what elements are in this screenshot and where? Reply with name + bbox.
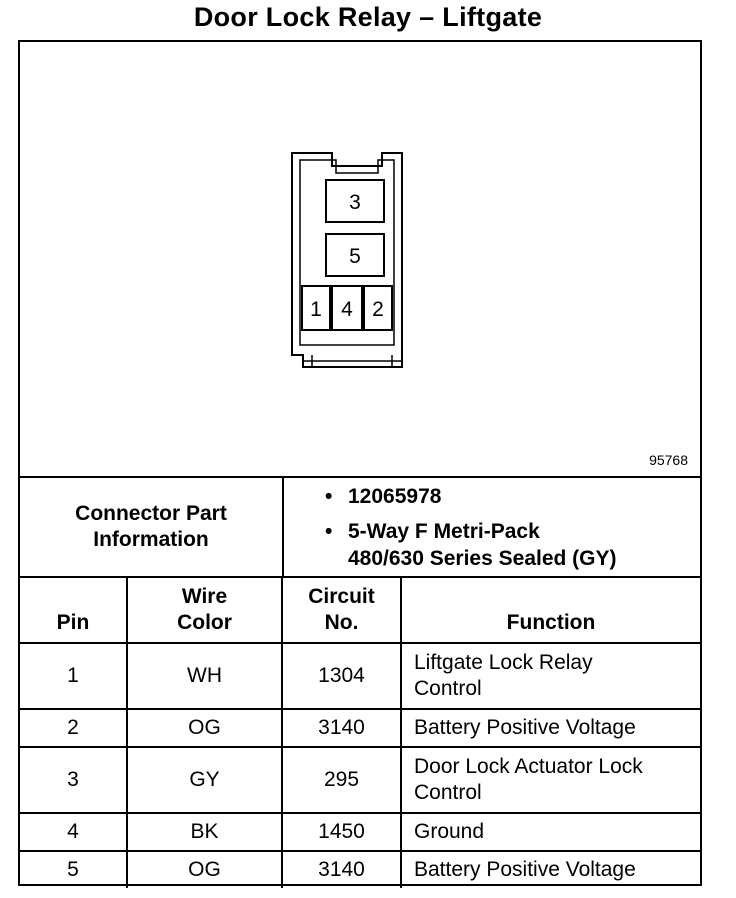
cavity-4-label: 4 (341, 298, 353, 321)
bullet-glyph: • (325, 485, 333, 508)
pin-cell: 5 (20, 850, 128, 888)
pin-cell: 1 (20, 642, 128, 710)
connector-description-line2: 480/630 Series Sealed (GY) (348, 547, 617, 570)
connector-sheet: 3 5 1 4 2 95768 Connector Part Informati… (18, 40, 702, 888)
wire-color-cell: WH (126, 642, 283, 710)
pinout-table: Pin Wire Color Circuit No. Function 1 WH… (20, 578, 700, 888)
function-cell: Door Lock Actuator Lock Control (400, 746, 700, 814)
connector-info-label-line2: Information (93, 528, 209, 551)
function-cell: Ground (400, 812, 700, 852)
circuit-cell: 295 (281, 746, 402, 814)
figure-number: 95768 (649, 452, 688, 468)
cavity-2 (363, 285, 393, 331)
wire-color-cell: OG (126, 708, 283, 748)
table-row: 4 BK 1450 Ground (20, 812, 700, 852)
cavity-5-label: 5 (349, 245, 361, 268)
cavity-3 (325, 179, 385, 223)
connector-description-line1: 5-Way F Metri-Pack (348, 520, 540, 543)
circuit-cell: 3140 (281, 850, 402, 888)
header-function: Function (400, 578, 700, 644)
connector-latch (303, 355, 402, 367)
table-row: 3 GY 295 Door Lock Actuator Lock Control (20, 746, 700, 814)
circuit-cell: 1450 (281, 812, 402, 852)
cavity-2-label: 2 (372, 298, 384, 321)
header-wire-color: Wire Color (126, 578, 283, 644)
connector-info-row: Connector Part Information • 12065978 • … (20, 478, 700, 578)
cavity-1-label: 1 (310, 298, 322, 321)
connector-face-drawing: 3 5 1 4 2 (291, 152, 403, 368)
cavity-4 (331, 285, 363, 331)
part-number: 12065978 (348, 485, 442, 508)
cavity-1 (301, 285, 331, 331)
table-row: 5 OG 3140 Battery Positive Voltage (20, 850, 700, 888)
wire-color-cell: BK (126, 812, 283, 852)
table-header-row: Pin Wire Color Circuit No. Function (20, 578, 700, 644)
pin-cell: 2 (20, 708, 128, 748)
bullet-glyph: • (325, 520, 333, 543)
function-cell: Battery Positive Voltage (400, 850, 700, 888)
connector-info-label: Connector Part Information (20, 478, 284, 576)
connector-diagram: 3 5 1 4 2 95768 (20, 42, 700, 478)
table-row: 2 OG 3140 Battery Positive Voltage (20, 708, 700, 748)
connector-housing (291, 152, 403, 368)
circuit-cell: 1304 (281, 642, 402, 710)
connector-info-label-line1: Connector Part (75, 502, 227, 525)
page-title: Door Lock Relay – Liftgate (193, 2, 543, 32)
table-row: 1 WH 1304 Liftgate Lock Relay Control (20, 642, 700, 710)
header-pin: Pin (20, 578, 128, 644)
housing-inner-line (299, 159, 395, 346)
cavity-3-label: 3 (349, 191, 361, 214)
circuit-cell: 3140 (281, 708, 402, 748)
wire-color-cell: GY (126, 746, 283, 814)
function-cell: Liftgate Lock Relay Control (400, 642, 700, 710)
wire-color-cell: OG (126, 850, 283, 888)
connector-info-values: • 12065978 • 5-Way F Metri-Pack 480/630 … (284, 478, 700, 576)
function-cell: Battery Positive Voltage (400, 708, 700, 748)
cavity-5 (325, 233, 385, 277)
pin-cell: 3 (20, 746, 128, 814)
pin-cell: 4 (20, 812, 128, 852)
header-circuit: Circuit No. (281, 578, 402, 644)
